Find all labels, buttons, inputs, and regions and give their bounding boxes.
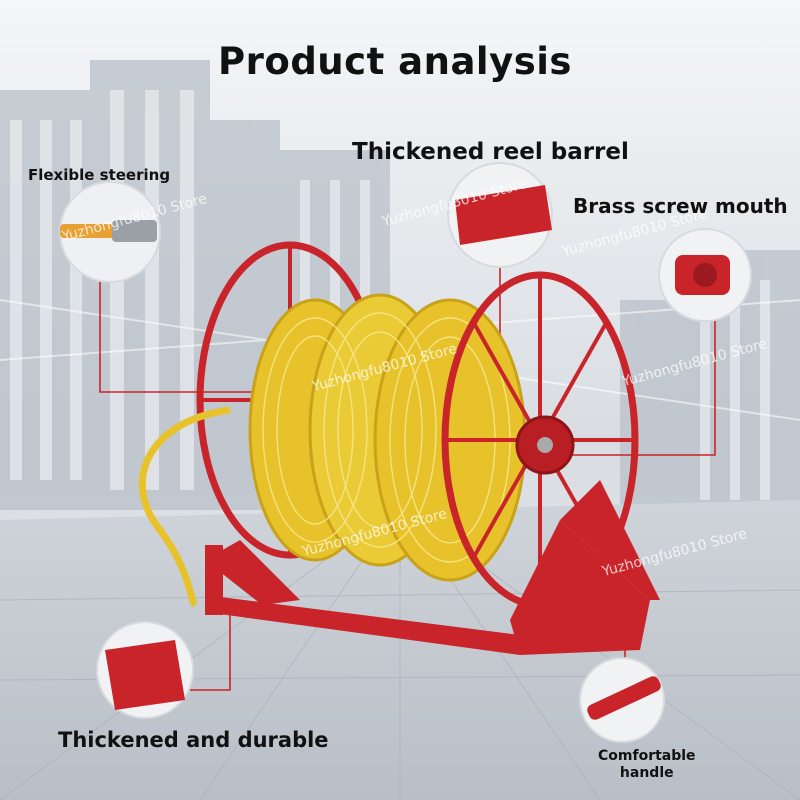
- detail-bubble-brass: [658, 228, 752, 322]
- detail-bubble-handle: [579, 657, 665, 743]
- callout-lines: [99, 260, 716, 701]
- detail-bubble-steering: [59, 181, 161, 283]
- detail-bubble-barrel: [447, 162, 553, 268]
- callout-comfortable-handle-line2: handle: [619, 765, 674, 781]
- callout-flexible-steering: Flexible steering: [28, 166, 171, 184]
- detail-bubble-durable: [96, 621, 194, 719]
- callout-comfortable-handle: Comfortable handle: [598, 748, 696, 782]
- callout-comfortable-handle-line1: Comfortable: [598, 748, 696, 764]
- callout-thickened-and-durable: Thickened and durable: [58, 728, 329, 752]
- callout-brass-screw-mouth: Brass screw mouth: [573, 194, 788, 218]
- callout-thickened-reel-barrel: Thickened reel barrel: [352, 139, 629, 165]
- loose-hose: [139, 406, 231, 608]
- page-title: Product analysis: [218, 40, 572, 83]
